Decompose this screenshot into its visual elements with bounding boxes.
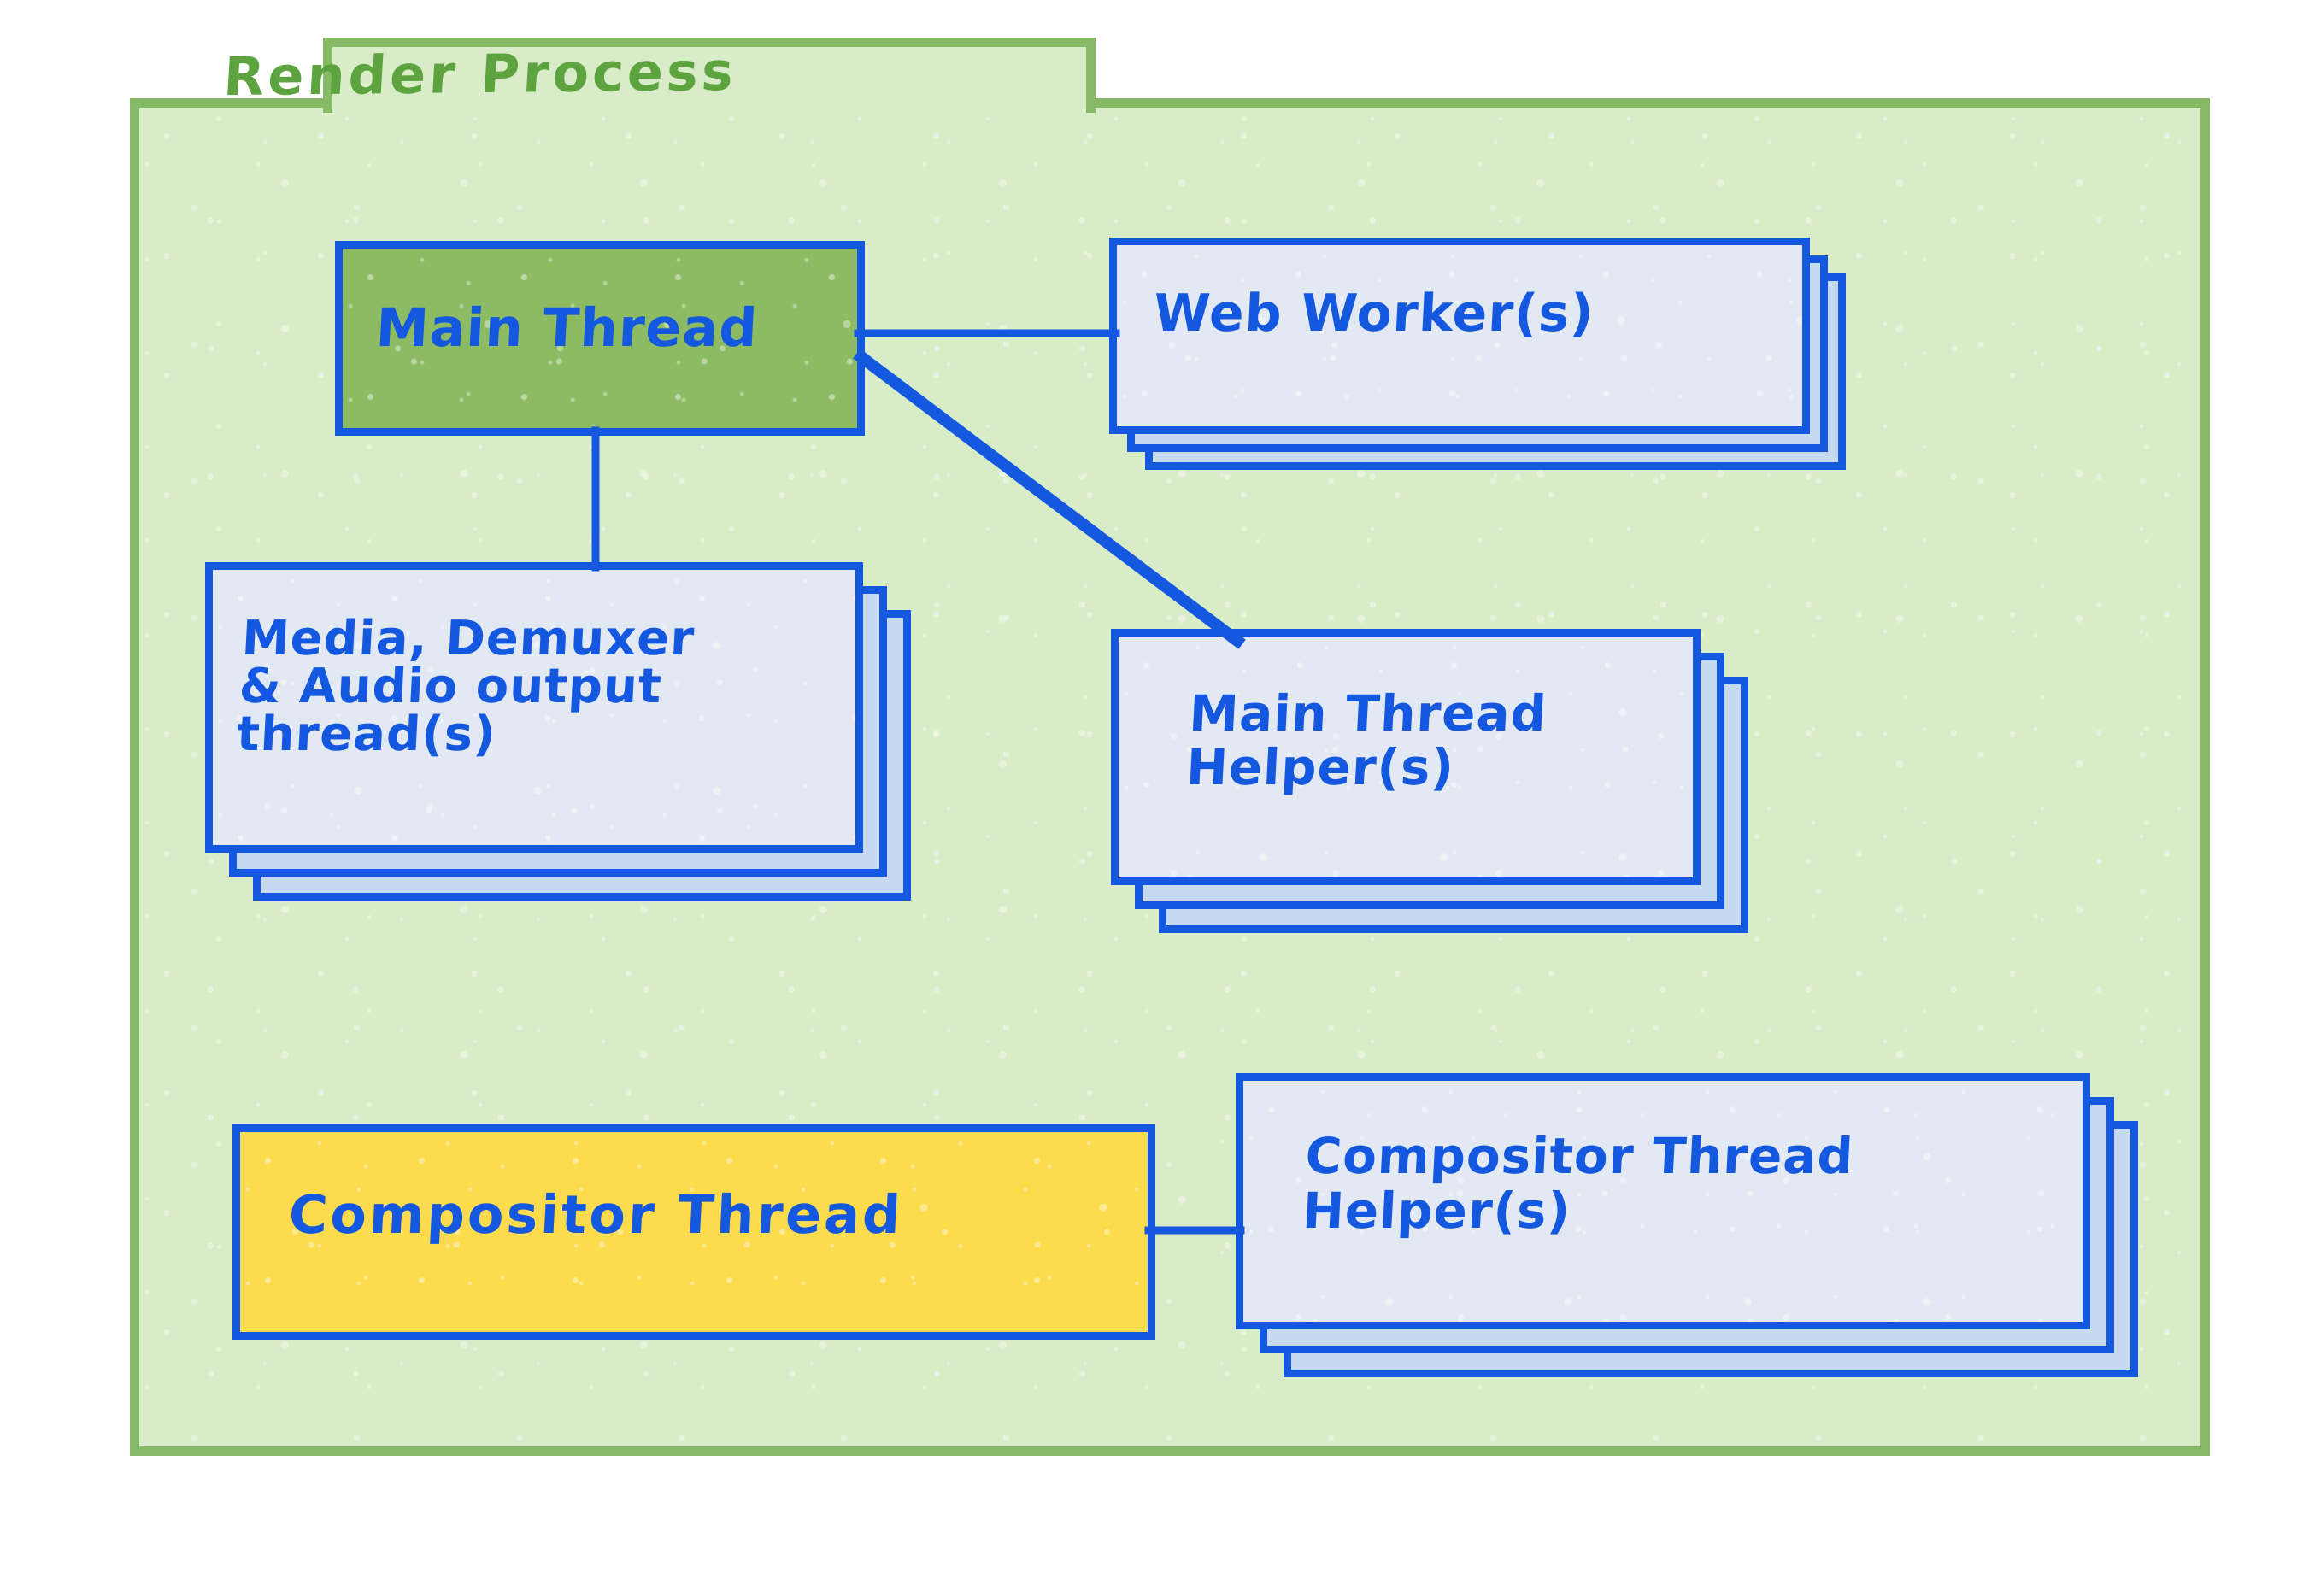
node-main-thread-label: Main Thread	[374, 296, 760, 359]
node-compositor-thread-helper[interactable]: Compositor Thread Helper(s)	[1236, 1073, 2184, 1415]
page-title: Render Process	[221, 39, 739, 109]
node-compositor-thread-label: Compositor Thread	[287, 1183, 905, 1246]
node-compositor-thread-helper-label: Compositor Thread Helper(s)	[1301, 1127, 1855, 1240]
node-media-demuxer-audio-label: Media, Demuxer & Audio output thread(s)	[235, 611, 696, 762]
process-tab-seam	[332, 89, 1086, 111]
node-main-thread-helper[interactable]: Main Thread Helper(s)	[1111, 629, 1795, 971]
node-compositor-thread[interactable]: Compositor Thread	[232, 1124, 1155, 1340]
node-media-demuxer-audio[interactable]: Media, Demuxer & Audio output thread(s)	[205, 562, 966, 938]
node-main-thread-helper-label: Main Thread Helper(s)	[1184, 684, 1549, 796]
node-web-worker[interactable]: Web Worker(s)	[1109, 238, 1878, 494]
node-web-worker-label: Web Worker(s)	[1152, 284, 1596, 343]
node-main-thread[interactable]: Main Thread	[335, 241, 865, 436]
